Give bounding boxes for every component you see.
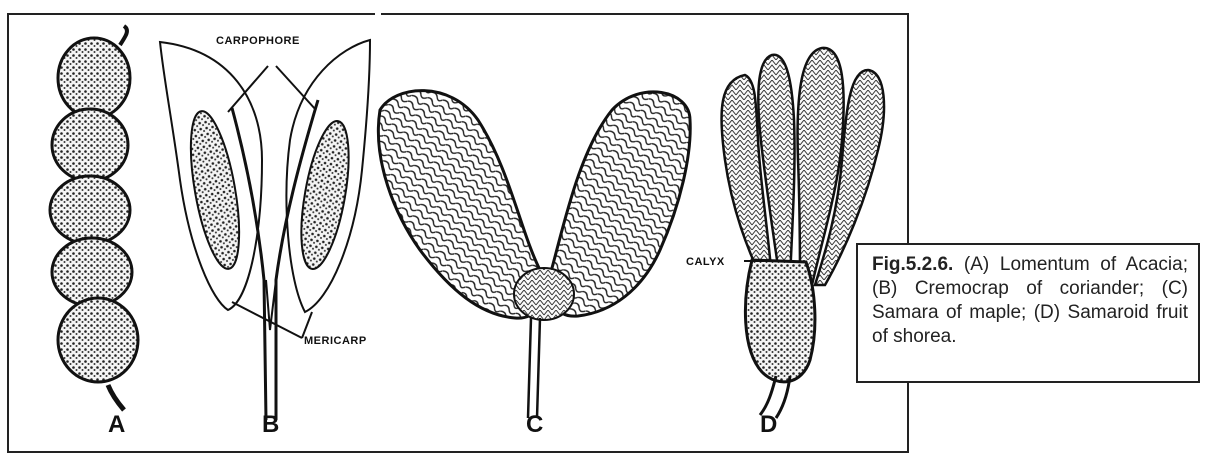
callout-carpophore: CARPOPHORE (216, 35, 300, 47)
caption-figure-number: Fig.5.2.6. (872, 254, 953, 275)
panel-a-lomentum (50, 26, 138, 410)
panel-label-a: A (108, 411, 125, 438)
panel-label-d: D (760, 411, 777, 438)
figure-caption: Fig.5.2.6. (A) Lomentum of Acacia; (B) C… (856, 243, 1200, 383)
callout-mericarp: MERICARP (304, 335, 367, 347)
panel-label-b: B (262, 411, 279, 438)
callout-calyx: CALYX (686, 256, 725, 268)
panel-label-c: C (526, 411, 543, 438)
